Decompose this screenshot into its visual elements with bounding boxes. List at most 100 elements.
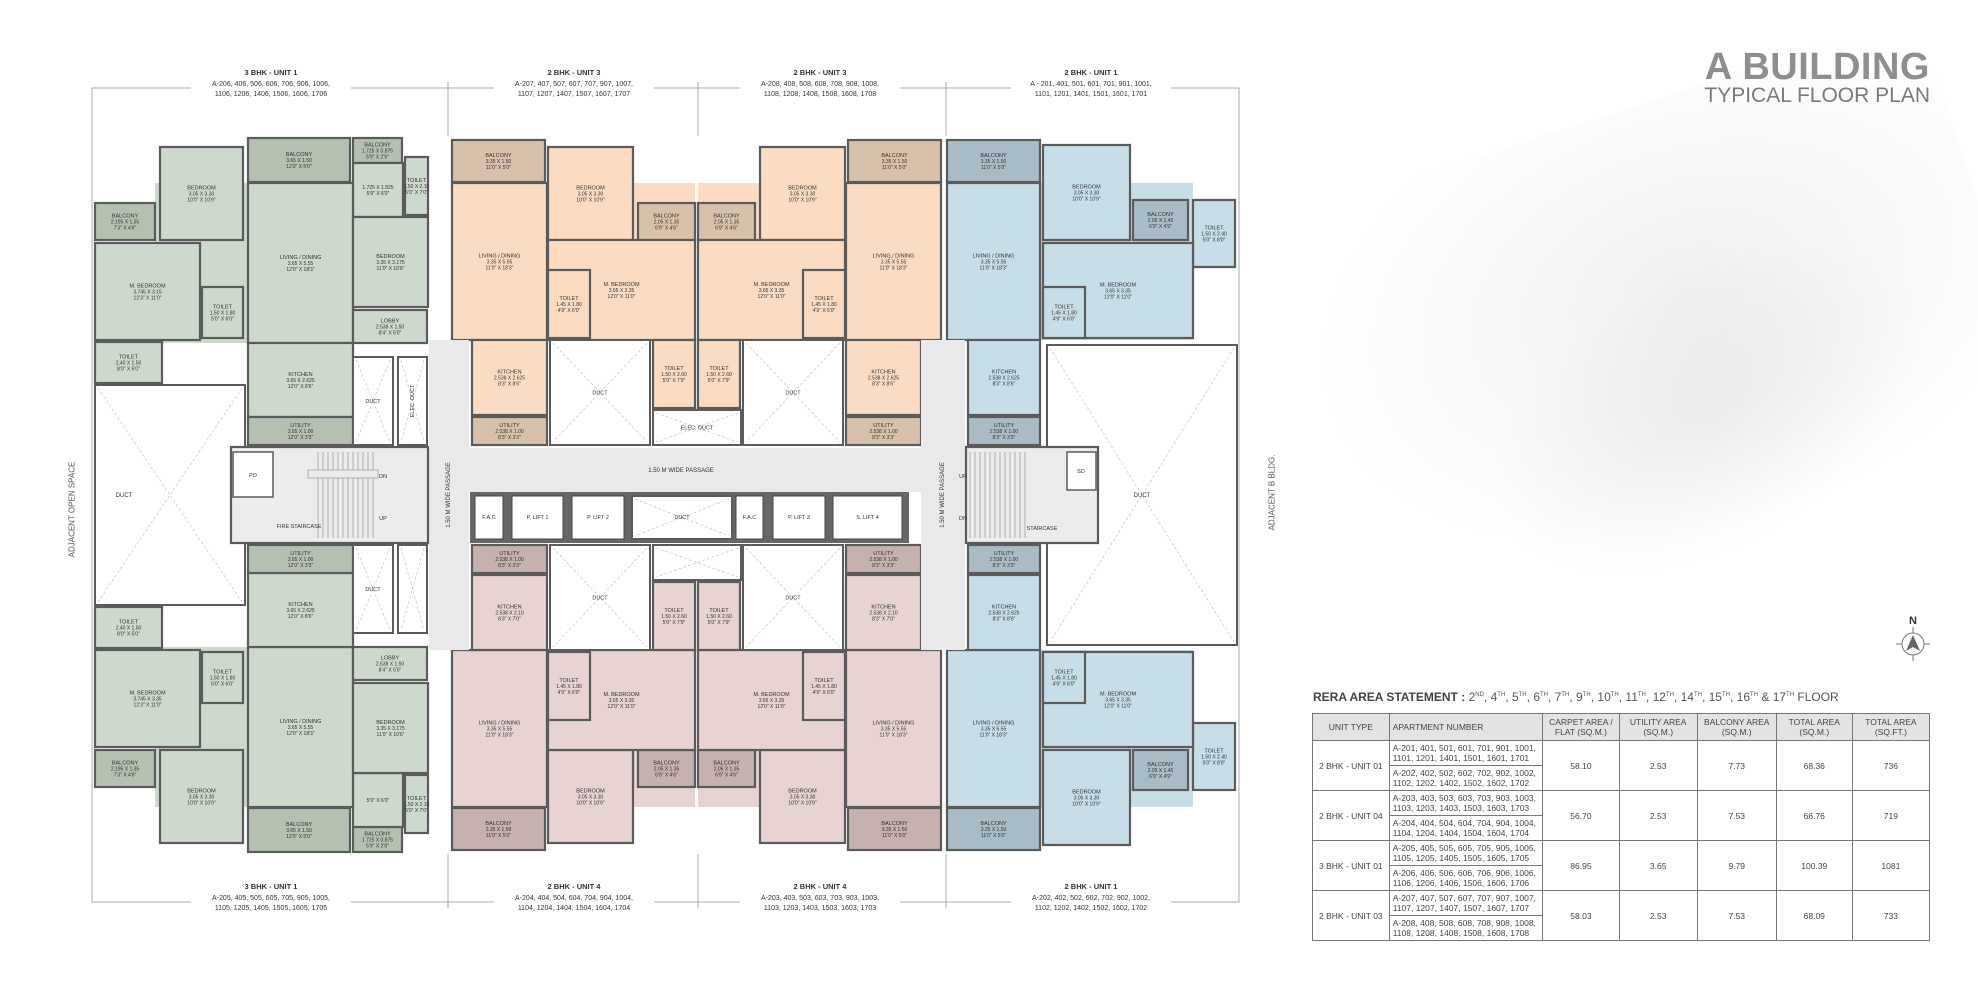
bottom-room-size-imperial: 8'3" X 3'3" [872,563,895,569]
bottom-room-name: UTILITY [499,551,520,557]
bottom-room-size-metric: 1.725 X 0.875 [362,838,393,844]
bottom-room-name: KITCHEN [871,605,895,611]
bottom-room-name: TOILET [709,608,729,614]
bottom-room-name: BEDROOM [576,789,605,795]
top-room-size-imperial: 12'0" X 3'3" [288,435,314,441]
unit-header-apartments: 1107, 1207, 1407, 1507, 1607, 1707 [518,91,630,98]
top-room-name: TOILET [664,366,684,372]
bottom-room-lobby [351,645,429,682]
bottom-room-bedroom [1041,748,1132,847]
bottom-room-living-dining [844,648,943,809]
bottom-room-size-metric: 3.05 X 3.30 [189,795,215,801]
top-room-size-imperial: 11'0" X 5'0" [486,165,511,171]
bottom-room-name: DUCT [592,596,608,602]
sd-label: SD [1077,469,1085,475]
bottom-room-size-imperial: 11'0" X 10'6" [377,732,405,738]
bottom-room-size-metric: 3.35 X 1.50 [882,827,908,833]
column-header: CARPET AREA / FLAT (SQ.M.) [1542,713,1620,741]
bottom-room-bedroom [758,748,847,845]
floor-number: 15TH [1705,690,1730,704]
top-room-size-metric: 2.538 X 1.00 [990,429,1019,435]
top-room-balcony [450,138,547,184]
top-room-size-imperial: 11'0" X 5'0" [882,165,907,171]
top-room-name: TOILET [709,366,729,372]
bottom-room-name: KITCHEN [497,605,521,611]
top-room-name: DUCT [592,391,608,397]
top-room-size-metric: 2.538 X 2.625 [868,376,899,382]
bottom-room-kitchen [470,573,549,652]
unit-header-apartments: A-202, 402, 502, 602, 702, 902, 1002, [1032,895,1150,902]
top-room-name: BEDROOM [1072,185,1101,191]
bottom-room-size-metric: 1.50 X 2.10 [404,802,430,808]
top-room-name: BEDROOM [376,254,405,260]
column-header: TOTAL AREA (SQ.FT.) [1851,713,1931,741]
top-room-name: KITCHEN [871,370,895,376]
top-room-toilet [200,285,245,340]
bottom-room-bedroom [158,748,245,845]
top-room-size-imperial: 12'0" X 8'6" [288,384,314,390]
top-room-balcony [846,138,943,184]
top-room-name: M. BEDROOM [129,284,165,290]
bottom-room-name: TOILET [814,678,834,684]
unit-header-title: 2 BHK - UNIT 3 [794,68,847,77]
utility-area-cell: 2.53 [1618,740,1698,791]
bottom-room-size-metric: 2.05 X 1.45 [1148,768,1174,774]
top-room-size-metric: 3.05 X 3.30 [578,192,604,198]
top-room-size-imperial: 11'0" X 10'6" [377,266,405,272]
bottom-room-size-metric: 1.45 X 1.80 [811,684,837,690]
utility-area-cell: 3.65 [1618,840,1698,891]
top-room-living-dining [844,181,943,342]
top-room-size-metric: 3.35 X 1.50 [981,159,1007,165]
floor-number: 12TH [1649,690,1674,704]
void-cross-line [400,547,425,631]
bottom-room-size-imperial: 12'0" X 8'6" [288,614,314,620]
total-sqft-cell: 1081 [1851,840,1931,891]
floor-number: 5TH [1508,690,1527,704]
top-room-balcony [93,201,157,242]
adjacent-open-space-label: ADJACENT OPEN SPACE [67,461,77,558]
bottom-room-name: TOILET [1054,670,1074,676]
unit-header-bg [191,879,351,911]
bottom-room-size-metric: 3.35 X 5.55 [881,727,907,733]
bottom-room-size-imperial: 11'0" X 18'3" [486,733,514,739]
top-room-name: UTILITY [499,423,520,429]
bottom-room-toilet [546,650,592,722]
top-room-size-metric: 2.538 X 1.00 [869,429,898,435]
bottom-room-size-imperial: 8'3" X 3'3" [993,563,1016,569]
column-header: BALCONY AREA (SQ.M.) [1696,713,1777,741]
top-room-size-metric: 1.45 X 1.80 [556,302,582,308]
top-room-name: BALCONY [713,214,740,220]
lift-label-f-a-c: F.A.C [743,515,756,521]
top-room-size-metric: 3.65 X 1.00 [288,429,314,435]
apartment-numbers-cell: A-201, 401, 501, 601, 701, 901, 1001, 11… [1388,740,1544,766]
unit-header-apartments: 1105, 1205, 1405, 1505, 1605, 1705 [215,905,327,912]
bottom-room-balcony [1131,748,1190,792]
top-room-name: M. BEDROOM [603,282,639,288]
pd-shaft [232,451,274,498]
bottom-room-balcony [945,806,1042,852]
top-room-size-metric: 2.05 X 1.35 [714,220,740,226]
void-cross-line [552,547,648,648]
unit-header-apartments: A-204, 404, 504, 604, 704, 904, 1004, [515,895,633,902]
top-room-name: M. BEDROOM [1100,283,1136,289]
unit-header-apartments: 1106, 1206, 1406, 1506, 1606, 1706 [215,91,327,98]
bottom-room-size-metric: 1.50 X 1.80 [210,676,236,682]
top-room-bedroom [351,215,430,309]
top-room-size-metric: 1.50 X 2.40 [1201,232,1227,238]
lift-p-lift-3 [772,495,826,540]
sd-shaft [1066,451,1097,491]
bottom-room-size-metric: 2.538 X 2.10 [495,611,524,617]
total-sqft-cell: 719 [1851,790,1931,841]
void-cross-line [634,498,730,537]
north-compass: N [1896,615,1930,665]
bottom-room-name: BALCONY [364,832,391,838]
top-room-size-metric: 3.35 X 3.175 [376,260,405,266]
lift-f-a-c [474,495,504,540]
bottom-room-size-imperial: 8'3" X 7'0" [498,617,521,623]
unit-header-title: 2 BHK - UNIT 1 [1065,882,1118,891]
top-room-size-metric: 1.45 X 1.80 [1051,311,1077,317]
top-room-size-imperial: 12'0" X 11'0" [608,294,636,300]
top-room-size-imperial: 10'0" X 10'9" [1072,197,1100,203]
